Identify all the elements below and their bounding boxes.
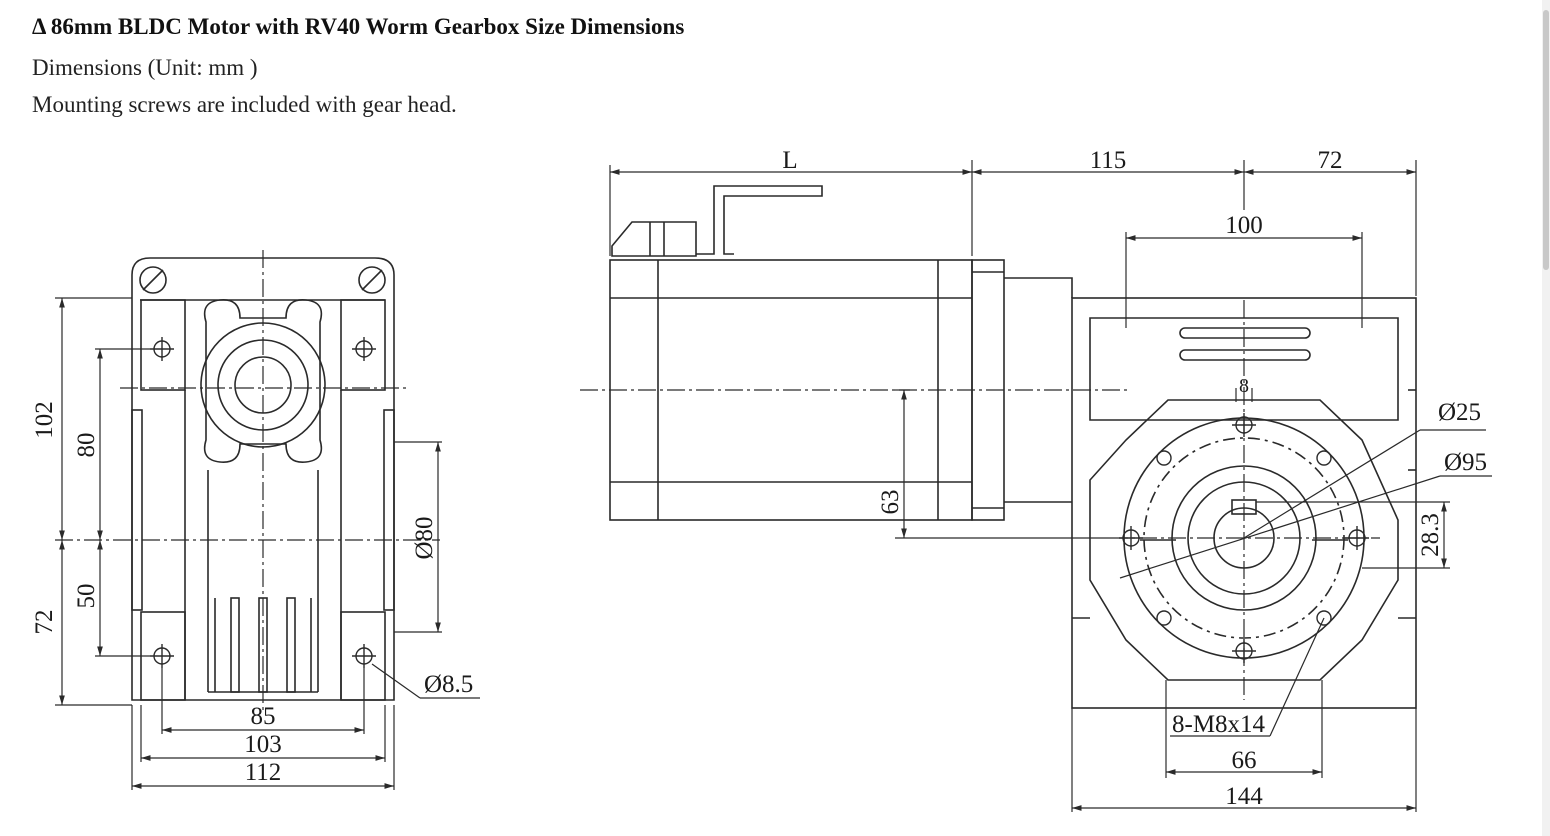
dim-85: 85 (251, 703, 276, 730)
dim-72-vertical: 72 (31, 610, 58, 635)
side-view-dimensions (609, 160, 1492, 812)
mounting-note-text: Mounting screws are included with gear h… (32, 92, 457, 117)
dim-diameter-25: Ø25 (1438, 399, 1481, 426)
side-view-labels: L 115 72 100 63 8 Ø25 Ø95 28.3 8-M8x14 6… (782, 147, 1487, 810)
dim-28-3: 28.3 (1417, 513, 1444, 557)
dim-63: 63 (877, 490, 904, 515)
front-view-labels: 102 72 80 50 Ø80 Ø8.5 85 103 112 (31, 401, 473, 786)
dim-80-vertical: 80 (73, 433, 100, 458)
dim-115: 115 (1090, 147, 1127, 174)
front-view-holes (150, 337, 376, 668)
dim-50-vertical: 50 (73, 584, 100, 609)
dim-102: 102 (31, 401, 58, 439)
dim-112: 112 (245, 759, 282, 786)
dim-screws-8-m8x14: 8-M8x14 (1172, 711, 1266, 738)
dim-diameter-80: Ø80 (411, 516, 438, 559)
side-view-centerlines (580, 300, 1380, 700)
scrollbar-thumb[interactable] (1543, 10, 1549, 270)
dim-diameter-95: Ø95 (1444, 449, 1487, 476)
page-scrollbar[interactable] (1542, 0, 1550, 836)
dim-8: 8 (1239, 375, 1249, 397)
dim-144: 144 (1225, 783, 1263, 810)
dim-hole-8-5: Ø8.5 (424, 671, 473, 698)
dimensions-unit-text: Dimensions (Unit: mm ) (32, 55, 258, 80)
motor-body (609, 185, 1073, 521)
front-view-centerlines (55, 250, 440, 712)
dim-66: 66 (1232, 747, 1257, 774)
page-title: Δ 86mm BLDC Motor with RV40 Worm Gearbox… (32, 14, 685, 39)
dim-103: 103 (244, 731, 282, 758)
dim-100: 100 (1225, 212, 1263, 239)
front-view (131, 257, 395, 701)
dim-L: L (782, 147, 797, 174)
front-view-dimensions (55, 297, 480, 790)
dim-72-top: 72 (1318, 147, 1343, 174)
